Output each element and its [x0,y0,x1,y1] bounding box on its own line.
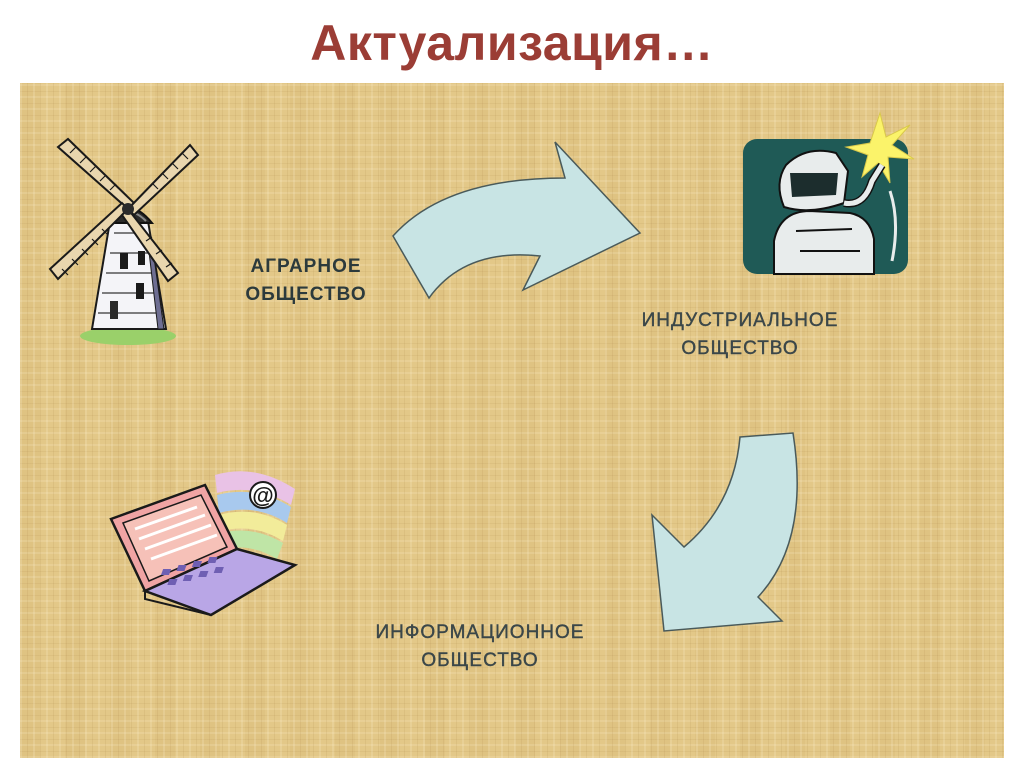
slide-title: Актуализация… [310,15,714,71]
information-society-label: ИНФОРМАЦИОННОЕ ОБЩЕСТВО [375,622,585,671]
svg-text:@: @ [252,483,273,508]
industrial-society-label: ИНДУСТРИАЛЬНОЕ ОБЩЕСТВО [641,310,839,359]
diagram-canvas: АГРАРНОЕ ОБЩЕСТВО ИНДУСТРИАЛЬНОЕ ОБЩЕСТВ… [20,83,1004,758]
laptop-email-icon: @ [109,471,299,617]
arrow-to-industrial [392,141,642,300]
windmill-icon [48,137,200,345]
agrarian-society-label: АГРАРНОЕ ОБЩЕСТВО [245,256,367,305]
arrow-to-information [651,432,798,632]
welder-icon [743,111,915,275]
